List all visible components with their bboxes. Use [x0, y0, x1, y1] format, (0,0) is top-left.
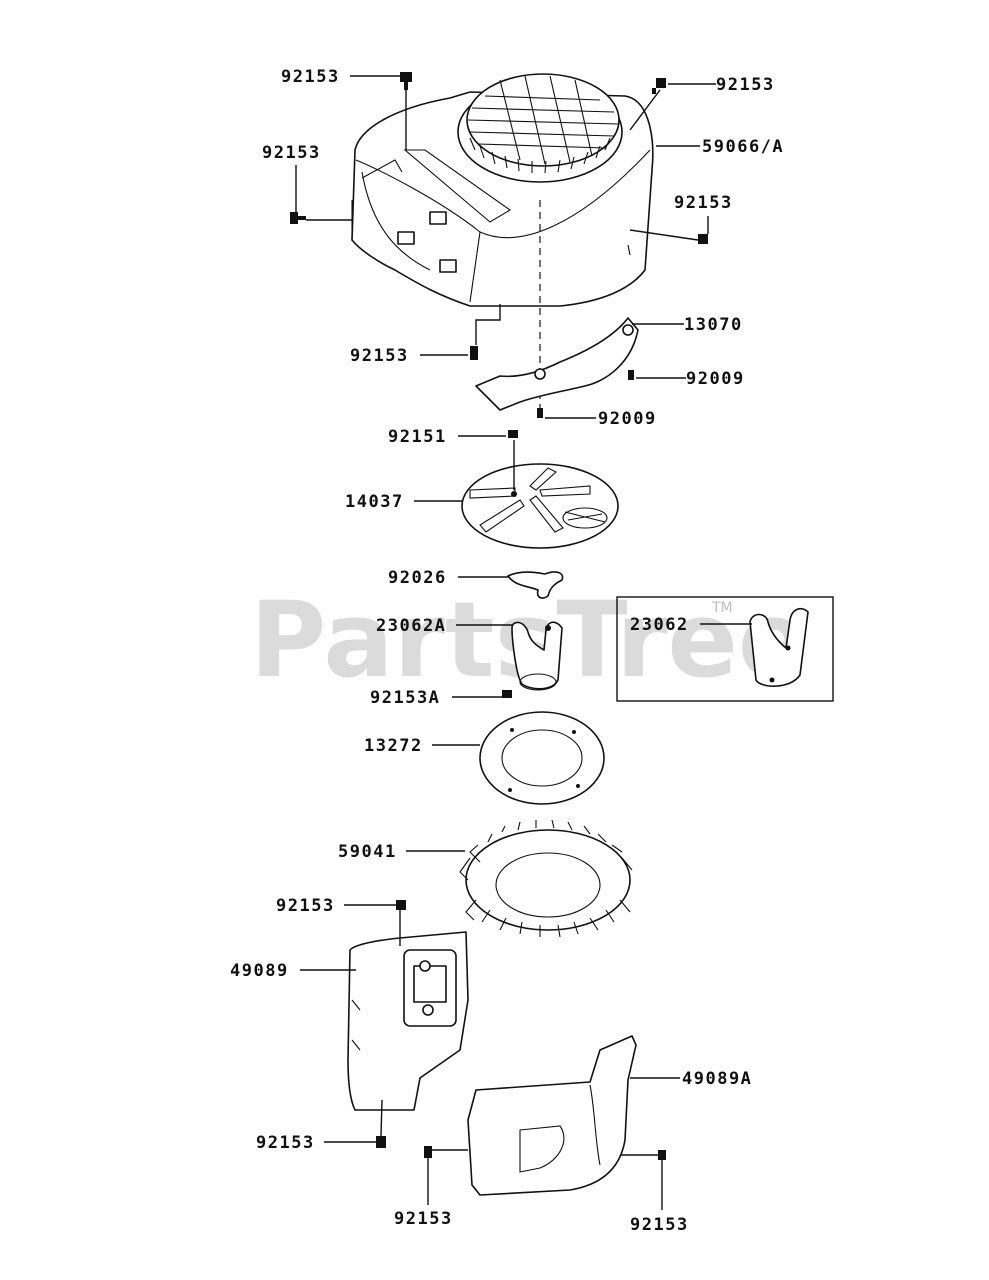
callout-92009-center: 92009	[598, 409, 657, 429]
cooling-fan[interactable]	[459, 819, 633, 938]
callout-92153-bottom-left: 92153	[394, 1209, 453, 1229]
callout-23062a: 23062A	[376, 616, 446, 636]
fan-screen-disc[interactable]	[461, 463, 619, 549]
callout-92153-bottom-right: 92153	[630, 1215, 689, 1235]
air-intake-screen	[457, 73, 623, 183]
cylinder-cover-49089[interactable]	[347, 931, 469, 1111]
callout-92153-right: 92153	[674, 193, 733, 213]
callout-92153a: 92153A	[370, 688, 440, 708]
baffle-ring[interactable]	[479, 711, 605, 805]
cylinder-cover-49089a[interactable]	[467, 1035, 637, 1196]
callout-92153-top-left: 92153	[281, 67, 340, 87]
fan-plate[interactable]	[507, 571, 564, 599]
callout-92153-housing-bottom: 92153	[350, 346, 409, 366]
bracket-23062a[interactable]	[511, 621, 563, 691]
callout-14037: 14037	[345, 492, 404, 512]
callout-92009-right: 92009	[686, 369, 745, 389]
callout-49089: 49089	[230, 961, 289, 981]
bolt-markers	[290, 72, 708, 1160]
callout-92153-top-right: 92153	[716, 75, 775, 95]
callout-13070: 13070	[684, 315, 743, 335]
inset-box-23062	[616, 596, 834, 702]
callout-92026: 92026	[388, 568, 447, 588]
callout-92153-left: 92153	[262, 143, 321, 163]
watermark-tm: TM	[711, 600, 733, 616]
callout-23062: 23062	[630, 615, 689, 635]
callout-labels: 92153 92153 59066/A 92153 92153 92153 13…	[230, 67, 784, 1235]
callout-92151: 92151	[388, 427, 447, 447]
cylinder-shroud[interactable]	[475, 317, 639, 411]
callout-59041: 59041	[338, 842, 397, 862]
callout-49089a: 49089A	[682, 1069, 752, 1089]
callout-92153-cover: 92153	[276, 896, 335, 916]
leader-lines	[295, 75, 752, 1210]
callout-13272: 13272	[364, 736, 423, 756]
callout-59066a: 59066/A	[702, 137, 784, 157]
callout-92153-cover-bottom: 92153	[256, 1133, 315, 1153]
